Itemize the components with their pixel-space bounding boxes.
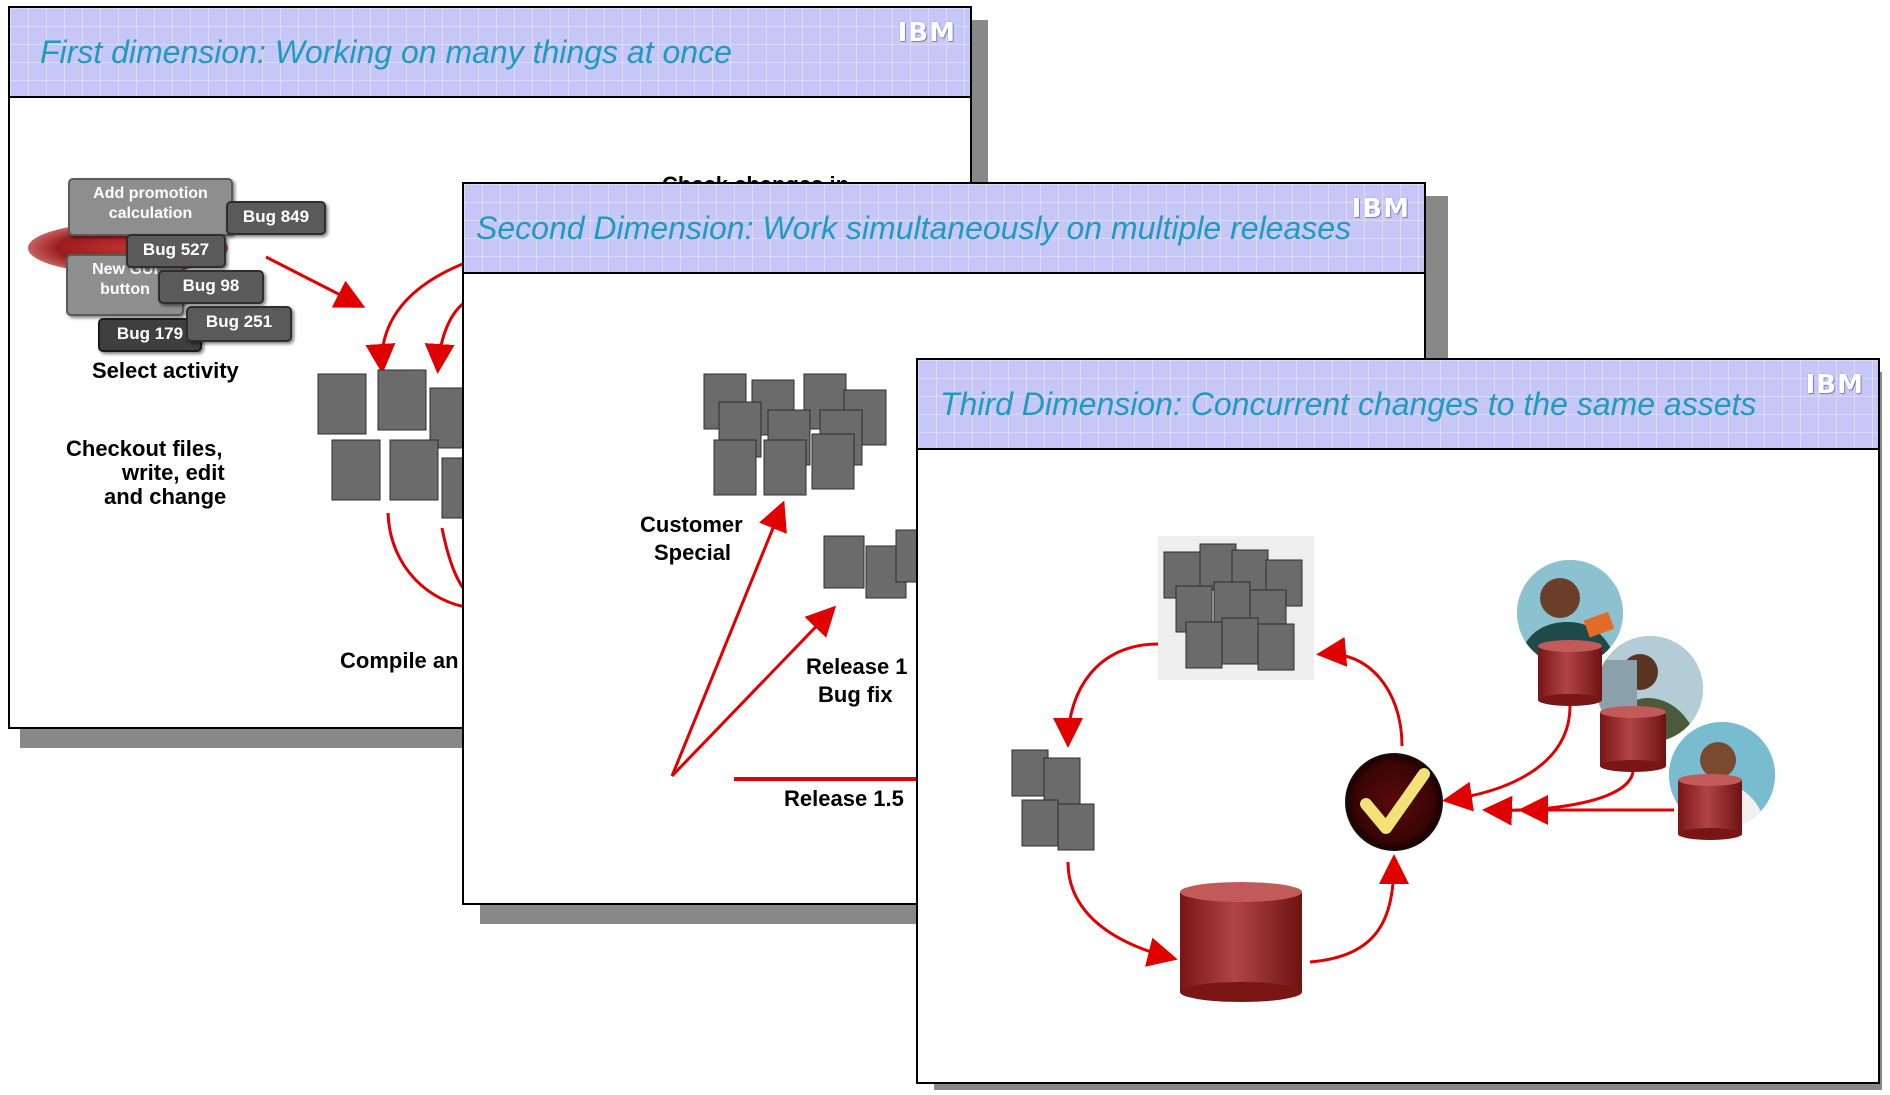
- label-compile: Compile an: [340, 648, 459, 673]
- slide-title: Second Dimension: Work simultaneously on…: [476, 210, 1352, 246]
- arrow-release-bugfix: [670, 605, 837, 778]
- slide-3-graphics: [1011, 536, 1775, 1002]
- label-release-15: Release 1.5: [784, 786, 904, 811]
- arrow-dev1-to-check: [1442, 705, 1572, 812]
- slide-header: Third Dimension: Concurrent changes to t…: [918, 360, 1878, 450]
- document-stack-icon: [1011, 749, 1095, 851]
- database-cylinder-icon: [1678, 774, 1742, 840]
- label-checkout-line1: Checkout files,: [66, 436, 223, 461]
- document-stack-icon: [703, 373, 887, 496]
- arrow-check-to-docs: [1316, 636, 1404, 747]
- slide-title: Third Dimension: Concurrent changes to t…: [940, 386, 1757, 422]
- label-special: Special: [654, 540, 732, 565]
- slide-third-dimension: Third Dimension: Concurrent changes to t…: [916, 358, 1880, 1084]
- chip-bug-251[interactable]: Bug 251: [186, 306, 292, 342]
- database-cylinder-icon: [1180, 882, 1302, 1002]
- slide-2-graphics: [670, 373, 944, 781]
- chip-bug-98[interactable]: Bug 98: [158, 270, 264, 304]
- database-cylinder-icon: [1538, 640, 1602, 706]
- slide-header: Second Dimension: Work simultaneously on…: [464, 184, 1424, 274]
- chip-bug-849[interactable]: Bug 849: [226, 201, 326, 235]
- document-stack-icon: [1163, 543, 1303, 671]
- ibm-logo: IBM: [1805, 370, 1864, 400]
- document-stack-icon: [823, 529, 937, 599]
- ibm-logo: IBM: [1351, 194, 1410, 224]
- cycle-arrow-bottom: [386, 512, 473, 610]
- cycle-arrow-left: [365, 261, 466, 374]
- chip-bug-527[interactable]: Bug 527: [126, 234, 226, 268]
- chip-bug-179[interactable]: Bug 179: [98, 318, 202, 352]
- label-customer: Customer: [640, 512, 743, 537]
- slide-header: First dimension: Working on many things …: [10, 8, 970, 98]
- arrow-customer-special: [670, 500, 787, 777]
- checkmark-approval-icon: [1345, 753, 1443, 851]
- arrow-docs-to-left: [1053, 642, 1159, 748]
- arrow-to-docs: [265, 255, 366, 308]
- arrow-left-to-db: [1066, 861, 1178, 967]
- arrow-db-to-check: [1309, 854, 1409, 964]
- document-stack-icon: [317, 369, 475, 519]
- label-checkout-line2: write, edit: [122, 460, 225, 485]
- database-cylinder-icon: [1600, 706, 1666, 772]
- label-bug-fix: Bug fix: [818, 682, 893, 707]
- label-checkout-line3: and change: [104, 484, 227, 509]
- chip-add-promotion[interactable]: Add promotion calculation: [68, 178, 233, 236]
- ibm-logo: IBM: [897, 18, 956, 48]
- slide-title: First dimension: Working on many things …: [40, 34, 732, 70]
- label-release-1: Release 1: [806, 654, 908, 679]
- label-select-activity: Select activity: [92, 358, 239, 383]
- arrow-dev2-to-check: [1482, 771, 1635, 826]
